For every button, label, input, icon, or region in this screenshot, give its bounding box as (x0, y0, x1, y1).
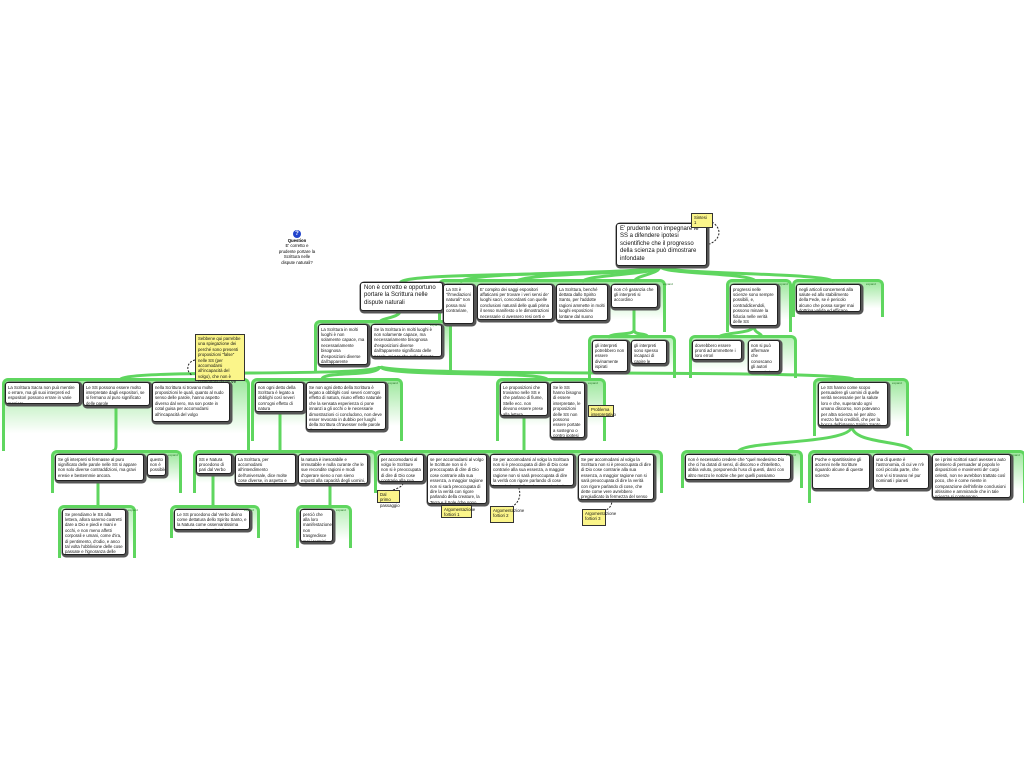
node[interactable]: La Scrittura, per accomodarsi all'intend… (235, 454, 296, 484)
question-text: E' corretto e prudente portare la Scritt… (278, 243, 316, 265)
node[interactable]: progressi nelle scienze sono sempre poss… (730, 284, 778, 326)
node[interactable]: Se prendiamo le SS alla lettera, allora … (62, 509, 126, 555)
node[interactable]: non ogni detto della Scrittura è legato … (255, 382, 304, 412)
expand-label[interactable]: expand (786, 453, 796, 457)
note-primo[interactable]: Dal primo passaggio (377, 490, 400, 508)
node[interactable]: per accomodarsi al volgo le Scritture no… (378, 454, 424, 482)
node[interactable]: Se per accomodarsi al volgo la Scrittura… (490, 454, 574, 486)
question-node[interactable]: ? Question E' corretto e prudente portar… (277, 230, 317, 265)
note-volgo[interactable]: Sebbene qui parrebbe una spiegazione dei… (195, 334, 245, 384)
node[interactable]: Poche e spartitissime gli accenni nelle … (812, 454, 870, 489)
expand-label[interactable]: expand (128, 508, 138, 512)
expand-label[interactable]: expand (866, 282, 876, 286)
node[interactable]: Le proposizioni che troviamo nelle SS e … (500, 382, 548, 416)
expand-label[interactable]: expand (168, 453, 178, 457)
expand-label[interactable]: expand (388, 381, 398, 385)
expand-label[interactable]: expand (663, 282, 673, 286)
expand-label[interactable]: expand (588, 381, 598, 385)
node[interactable]: Le SS possono essere molto interpretate … (83, 382, 150, 406)
root-node[interactable]: E' prudente non impegnare le SS a difend… (616, 223, 707, 266)
note-fortiori-2[interactable]: Argomentazione fortiori 2 (490, 506, 524, 523)
expand-label[interactable]: expand (244, 508, 254, 512)
main-claim-node[interactable]: Non è corretto e opportuno portare la Sc… (360, 282, 443, 311)
node[interactable]: se per accomodarsi al volgo le Scritture… (427, 454, 487, 504)
node[interactable]: una di queste è l'astronomia, di cui ve … (873, 454, 929, 489)
expand-label[interactable]: expand (892, 381, 902, 385)
node[interactable]: E' compito dei saggi espositori affatica… (477, 284, 553, 320)
node[interactable]: La Scrittura Sacra non può mentire o err… (5, 382, 80, 404)
node[interactable]: questo non è possibile (147, 454, 166, 476)
node[interactable]: Se non ogni detto della Scrittura è lega… (306, 382, 386, 430)
expand-label[interactable]: expand (336, 508, 346, 512)
node[interactable]: La SS è "il'mediazioni naturali" non pos… (443, 284, 474, 324)
note-fortiori-1[interactable]: Argomentazione fortiori 1 (441, 505, 475, 518)
node[interactable]: Se gli interpreti si fermasse al puro si… (55, 454, 144, 481)
node[interactable]: perciò che alla loro manifestazione non … (300, 509, 333, 542)
question-icon: ? (293, 230, 301, 238)
note-problema[interactable]: Problema interpretativo (588, 405, 616, 417)
expand-label[interactable]: expand (778, 282, 788, 286)
node[interactable]: gli interpreti potrebbero non essere div… (592, 340, 628, 372)
node[interactable]: Se le SS hanno bisogno di essere interpr… (550, 382, 585, 438)
node[interactable]: non è necessario credere che "quel medes… (685, 454, 791, 480)
note-sintesi[interactable]: Sintesi 1 (691, 213, 713, 228)
node[interactable]: nella Scrittura si trovano molte proposi… (152, 382, 230, 422)
node[interactable]: la natura è inesorabile e immutabile e n… (298, 454, 368, 484)
node[interactable]: La Scrittura in molti luoghi è non solam… (318, 324, 368, 365)
node[interactable]: La Scrittura, benché dettata dallo Spiri… (556, 284, 608, 321)
node[interactable]: Le SS procedono dal Verbo divino come de… (174, 509, 250, 530)
node[interactable]: Se la Scrittura in molti luoghi è non so… (371, 324, 442, 357)
expand-label[interactable]: expand (1010, 453, 1020, 457)
node[interactable]: Le SS hanno come scopo persuadere gli uo… (818, 382, 888, 426)
node[interactable]: Se per accomodarsi al volgo la Scrittura… (578, 454, 654, 500)
node[interactable]: dovrebbero essere pronti ad ammettere i … (692, 340, 742, 360)
node[interactable]: negli articoli concernenti alla salute e… (796, 284, 861, 312)
expand-label[interactable]: expand (430, 323, 440, 327)
note-fortiori-3[interactable]: Argomentazione fortiori 3 (582, 509, 616, 526)
node[interactable]: SS e Natura procedono di pari dal Verbo … (196, 454, 232, 474)
node[interactable]: se i primi scrittori sacri avessero auto… (932, 454, 1011, 498)
node[interactable]: non si può affermare che conoscano gli a… (748, 340, 780, 372)
question-title: Question (287, 238, 307, 243)
node[interactable]: non c'è garanzia che gli interpreti si a… (611, 284, 658, 308)
node[interactable]: gli interpreti sono spesso incapaci di c… (631, 340, 667, 364)
